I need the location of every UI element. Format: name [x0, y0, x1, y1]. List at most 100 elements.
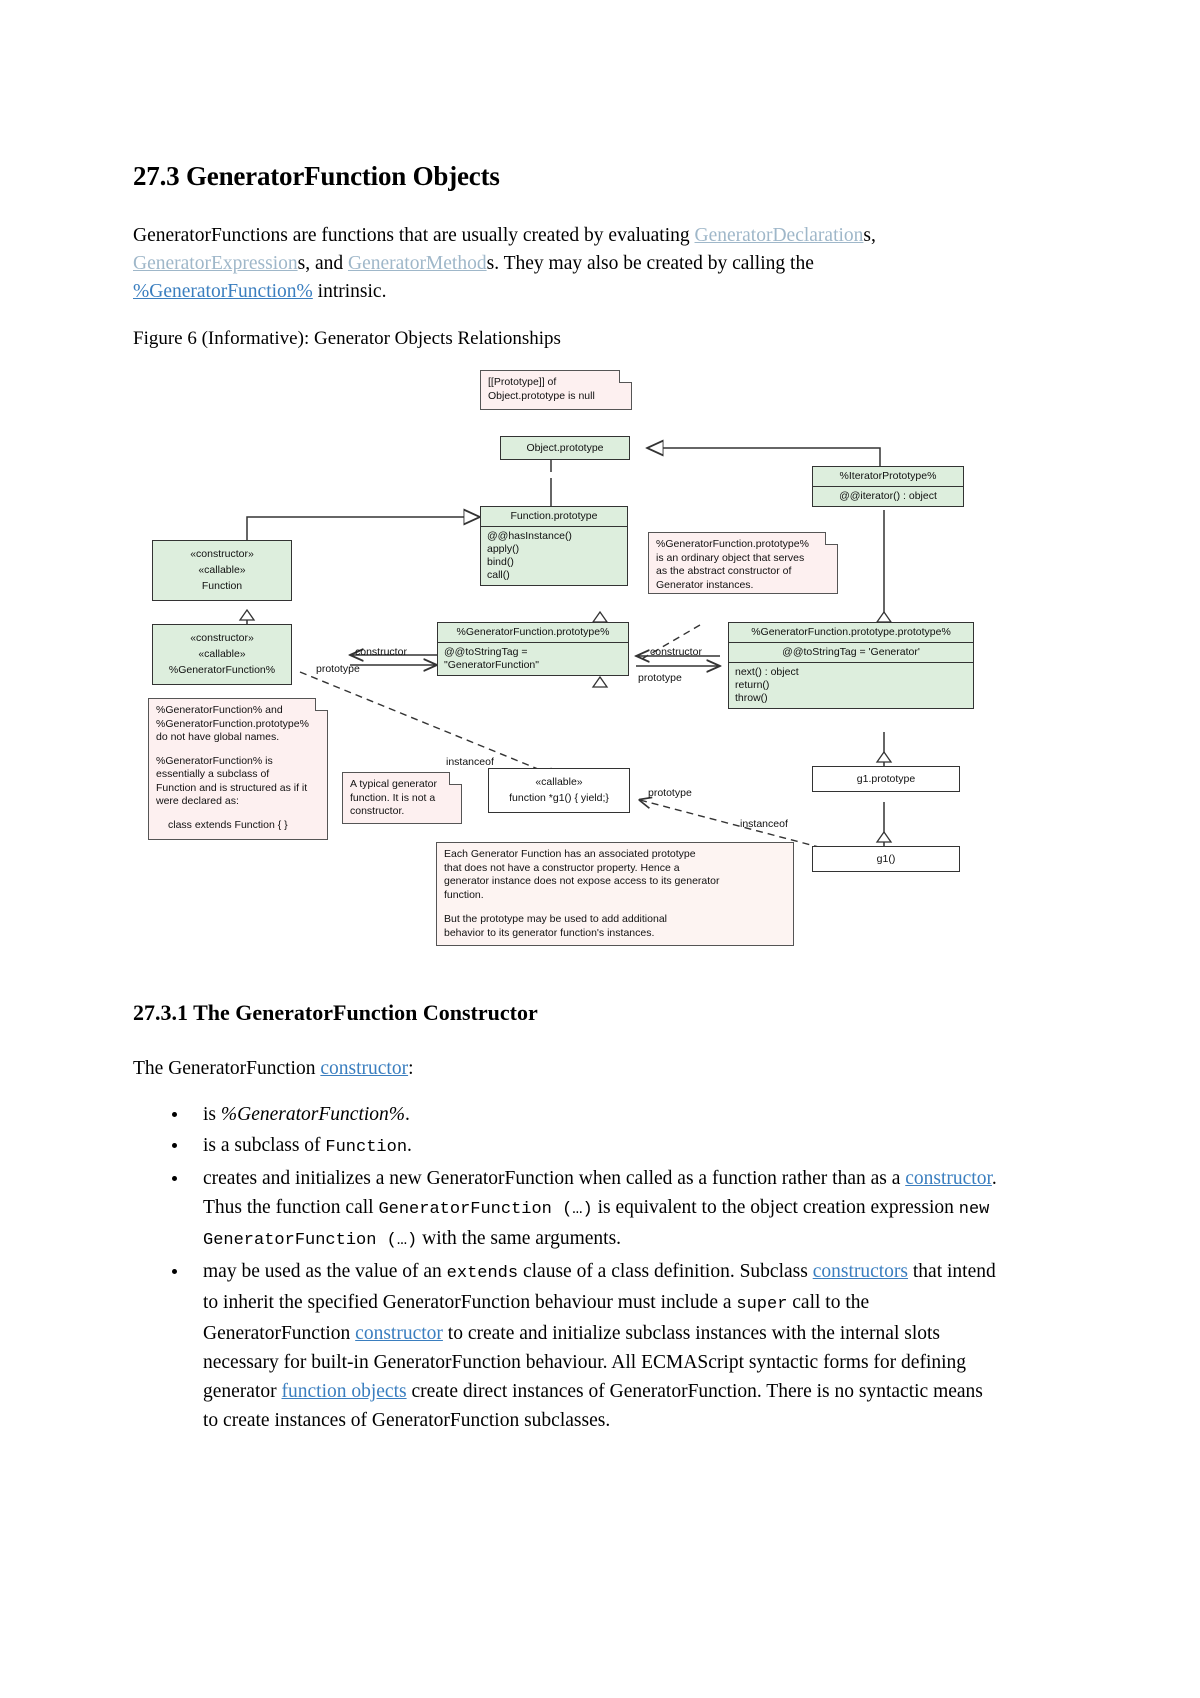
node-generator-function-instance[interactable]: «callable» function *g1() { yield;}	[488, 768, 630, 813]
note-each-generator-function-p1: Each Generator Function has an associate…	[444, 848, 720, 901]
intro-paragraph: GeneratorFunctions are functions that ar…	[133, 222, 971, 306]
code-span: Function	[325, 1138, 408, 1157]
figure-6-diagram: [[Prototype]] of Object.prototype is nul…	[0, 360, 1000, 960]
link-generator-declaration[interactable]: GeneratorDeclaration	[694, 225, 864, 246]
intro-text-3: s, and	[297, 253, 348, 274]
edge-label-prototype-mid: prototype	[648, 787, 692, 799]
bullet-link[interactable]: constructor	[355, 1323, 443, 1344]
note-global-names: %GeneratorFunction% and %GeneratorFuncti…	[148, 698, 328, 840]
edge-label-prototype-left: prototype	[316, 663, 360, 675]
bullet-text: is	[203, 1104, 221, 1125]
bullet-text: .	[405, 1104, 410, 1125]
node-function-constructor[interactable]: «constructor» «callable» Function	[152, 540, 292, 601]
bullet-text: create direct instances of GeneratorFunc…	[203, 1381, 983, 1431]
node-g1-instance-title: g1()	[876, 852, 896, 865]
node-function-constructor-name: Function	[201, 580, 243, 592]
bullet-3: creates and initializes a new GeneratorF…	[189, 1164, 999, 1255]
node-iterator-prototype-title: %IteratorPrototype%	[813, 467, 963, 487]
note-typical-generator: A typical generator function. It is not …	[342, 772, 462, 824]
page-title: 27.3 GeneratorFunction Objects	[133, 161, 500, 191]
edge-label-constructor-right: constructor	[650, 646, 702, 658]
bullet-text: to create and initialize subclass instan…	[203, 1323, 967, 1402]
bullet-text: is equivalent to the object creation exp…	[592, 1197, 959, 1218]
bullet-text: . Thus the function call	[203, 1168, 997, 1218]
note-each-generator-function-p2: But the prototype may be used to add add…	[444, 913, 667, 939]
constructor-bullet-list: is %GeneratorFunction%.is a subclass of …	[163, 1100, 999, 1437]
node-function-prototype-members: @@hasInstance() apply() bind() call()	[487, 530, 572, 581]
node-g1-prototype-title: g1.prototype	[856, 772, 916, 785]
node-gf-prototype-prototype-methods: next() : object return() throw()	[735, 666, 799, 704]
node-function-prototype[interactable]: Function.prototype @@hasInstance() apply…	[480, 506, 628, 586]
bullet-text: clause of a class definition. Subclass	[518, 1261, 813, 1282]
note-fold-corner	[315, 698, 328, 711]
bullet-1: is %GeneratorFunction%.	[189, 1100, 999, 1129]
node-generatorfunction-constructor[interactable]: «constructor» «callable» %GeneratorFunct…	[152, 624, 292, 685]
edge-label-prototype-right: prototype	[638, 672, 682, 684]
edge-label-instanceof-lower: instanceof	[740, 818, 788, 830]
link-constructor[interactable]: constructor	[320, 1058, 409, 1079]
node-object-prototype[interactable]: Object.prototype	[500, 436, 630, 460]
link-generator-method[interactable]: GeneratorMethod	[347, 253, 487, 274]
node-iterator-prototype[interactable]: %IteratorPrototype% @@iterator() : objec…	[812, 466, 964, 507]
code-span: super	[736, 1295, 788, 1314]
node-gf-prototype-prototype[interactable]: %GeneratorFunction.prototype.prototype% …	[728, 622, 974, 709]
bullet-text: .	[407, 1135, 412, 1156]
intro-text-2: s,	[863, 225, 876, 246]
intro-text-1: GeneratorFunctions are functions that ar…	[133, 225, 695, 246]
bullet-text: with the same arguments.	[417, 1228, 622, 1249]
node-gf-prototype-title: %GeneratorFunction.prototype%	[438, 623, 628, 643]
bullet-text: may be used as the value of an	[203, 1261, 447, 1282]
node-g1-instance[interactable]: g1()	[812, 846, 960, 872]
node-function-constructor-stereotype2: «callable»	[198, 564, 246, 576]
bullet-2: is a subclass of Function.	[189, 1131, 999, 1162]
lead-paragraph: The GeneratorFunction constructor:	[133, 1055, 414, 1083]
node-iterator-prototype-members: @@iterator() : object	[839, 490, 937, 502]
bullet-link[interactable]: constructor	[905, 1168, 992, 1189]
edge-label-instanceof-upper: instanceof	[446, 756, 494, 768]
intro-text-5: intrinsic.	[312, 281, 387, 302]
bullet-text: is a subclass of	[203, 1135, 326, 1156]
node-object-prototype-title: Object.prototype	[526, 441, 604, 454]
node-generator-function-stereotype: «callable»	[535, 776, 583, 788]
note-global-names-p1: %GeneratorFunction% and %GeneratorFuncti…	[156, 704, 309, 743]
emphasis-span: %GeneratorFunction%	[220, 1104, 406, 1125]
node-gf-prototype-members: @@toStringTag = "GeneratorFunction"	[444, 646, 540, 671]
note-global-names-p2: %GeneratorFunction% is essentially a sub…	[156, 754, 308, 808]
edge-label-constructor-left: constructor	[355, 646, 407, 658]
node-generator-function-signature: function *g1() { yield;}	[509, 792, 609, 804]
node-g1-prototype[interactable]: g1.prototype	[812, 766, 960, 792]
note-fold-corner	[825, 532, 838, 545]
lead-text-2: :	[408, 1058, 414, 1079]
note-global-names-code: class extends Function { }	[168, 818, 288, 831]
bullet-link[interactable]: constructors	[812, 1261, 909, 1282]
note-typical-generator-text: A typical generator function. It is not …	[350, 778, 437, 817]
node-gf-prototype[interactable]: %GeneratorFunction.prototype% @@toString…	[437, 622, 629, 676]
subsection-title: 27.3.1 The GeneratorFunction Constructor	[133, 1000, 538, 1025]
note-object-prototype-null: [[Prototype]] of Object.prototype is nul…	[480, 370, 632, 410]
code-span: GeneratorFunction (…)	[378, 1200, 593, 1219]
node-gf-prototype-prototype-tag: @@toStringTag = 'Generator'	[729, 643, 973, 663]
intro-text-4: s. They may also be created by calling t…	[486, 253, 814, 274]
figure-caption: Figure 6 (Informative): Generator Object…	[133, 328, 561, 349]
note-gf-prototype-abstract: %GeneratorFunction.prototype% is an ordi…	[648, 532, 838, 594]
node-generatorfunction-constructor-name: %GeneratorFunction%	[168, 664, 276, 676]
bullet-text: that intend to inherit the specified Gen…	[203, 1261, 996, 1313]
code-span: extends	[446, 1264, 519, 1283]
link-generator-expression[interactable]: GeneratorExpression	[133, 253, 298, 274]
note-object-prototype-null-text: [[Prototype]] of Object.prototype is nul…	[488, 376, 595, 402]
node-generatorfunction-constructor-stereotype1: «constructor»	[190, 632, 254, 644]
bullet-text: call to the GeneratorFunction	[203, 1292, 870, 1344]
lead-text-1: The GeneratorFunction	[133, 1058, 321, 1079]
bullet-text: creates and initializes a new GeneratorF…	[203, 1168, 906, 1189]
note-each-generator-function: Each Generator Function has an associate…	[436, 842, 794, 946]
note-fold-corner	[619, 370, 632, 383]
bullet-4: may be used as the value of an extends c…	[189, 1257, 999, 1435]
code-span: new GeneratorFunction (…)	[203, 1200, 990, 1250]
node-gf-prototype-prototype-title: %GeneratorFunction.prototype.prototype%	[729, 623, 973, 643]
note-fold-corner	[449, 772, 462, 785]
link-generatorfunction-intrinsic[interactable]: %GeneratorFunction%	[133, 281, 313, 302]
note-gf-prototype-abstract-text: %GeneratorFunction.prototype% is an ordi…	[656, 538, 809, 591]
node-generatorfunction-constructor-stereotype2: «callable»	[198, 648, 246, 660]
bullet-link[interactable]: function objects	[281, 1381, 407, 1402]
